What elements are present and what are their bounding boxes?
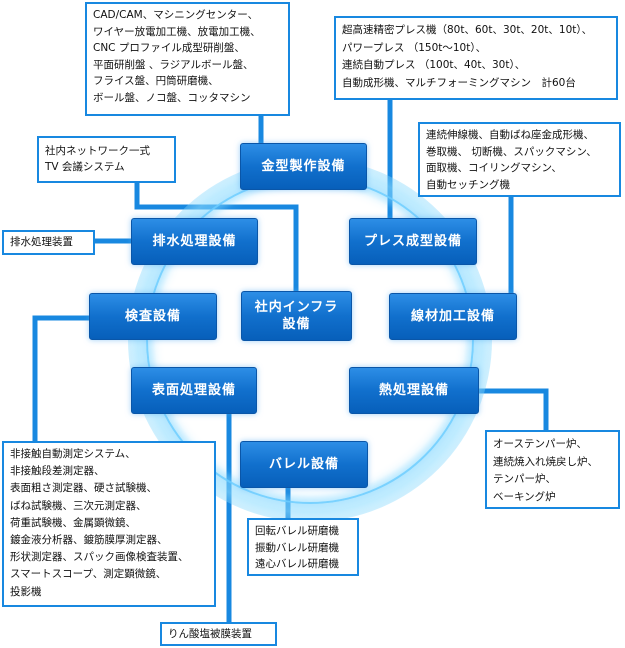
node-haisui[interactable]: 排水処理設備 xyxy=(131,218,258,265)
connector-kensa xyxy=(32,315,91,443)
note-hyomen: りん酸塩被膜装置 xyxy=(160,622,277,646)
node-kanagata[interactable]: 金型製作設備 xyxy=(240,143,367,190)
node-barrel[interactable]: バレル設備 xyxy=(240,441,368,488)
node-infra[interactable]: 社内インフラ 設備 xyxy=(241,291,352,341)
node-senzai[interactable]: 線材加工設備 xyxy=(389,293,517,340)
node-kensa[interactable]: 検査設備 xyxy=(89,293,217,340)
note-kanagata: CAD/CAM、マシニングセンター、 ワイヤー放電加工機、放電加工機、 CNC … xyxy=(85,2,290,116)
connector-netsu xyxy=(478,388,549,432)
note-kensa: 非接触自動測定システム、 非接触段差測定器、 表面粗さ測定器、硬さ試験機、 ばね… xyxy=(2,441,216,607)
note-haisui: 排水処理装置 xyxy=(2,230,95,255)
node-netsu[interactable]: 熱処理設備 xyxy=(349,367,479,414)
note-barrel: 回転バレル研磨機 振動バレル研磨機 遠心バレル研磨機 xyxy=(247,518,359,576)
note-press: 超高速精密プレス機（80t、60t、30t、20t、10t）、 パワープレス （… xyxy=(334,16,618,100)
node-hyomen[interactable]: 表面処理設備 xyxy=(131,367,257,414)
note-senzai: 連続伸線機、自動ばね座金成形機、 巻取機、 切断機、スパックマシン、 面取機、コ… xyxy=(418,122,621,197)
node-press[interactable]: プレス成型設備 xyxy=(349,218,477,265)
note-netsu: オーステンパー炉、 連続焼入れ焼戻し炉、 テンパー炉、 ベーキング炉 xyxy=(485,430,620,509)
note-infra: 社内ネットワーク一式 TV 会議システム xyxy=(37,136,176,183)
